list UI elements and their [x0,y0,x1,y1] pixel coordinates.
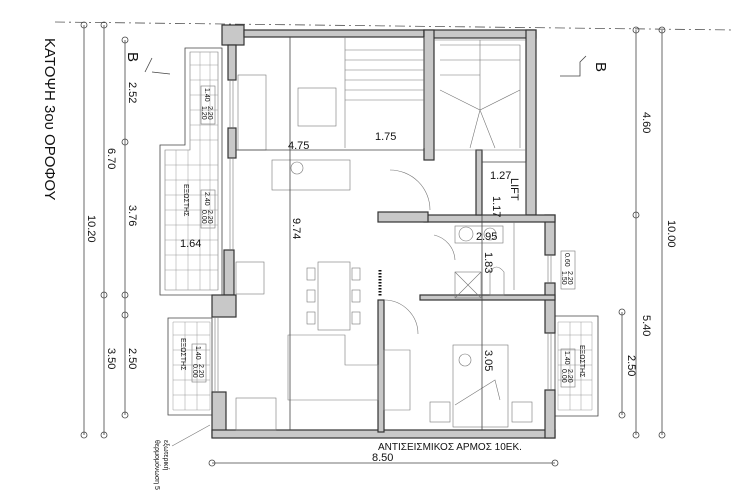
svg-text:0.00: 0.00 [200,210,207,224]
dim-3-76: 3.76 [126,205,138,226]
lift-shaft: LIFT 1.27 1.17 [482,161,527,217]
plan-title: ΚΑΤΟΨΗ 3ου ΟΡΟΦΟΥ [41,38,58,201]
balcony-label: ΕΞΩΣΤΗΣ [182,184,189,217]
dim-2-50-right: 2.50 [625,355,637,376]
window-tag: 1.40 2.20 0.00 [191,343,207,383]
svg-text:2.20: 2.20 [206,210,213,224]
svg-text:1.40: 1.40 [194,346,201,360]
dim-1-83: 1.83 [482,252,494,273]
dim-1-75: 1.75 [375,131,396,143]
svg-text:2.40: 2.40 [203,192,210,206]
section-mark-right: B [560,55,609,77]
section-mark-left: B [124,52,171,75]
seismic-joint-note: ΑΝΤΙΣΕΙΣΜΙΚΟΣ ΑΡΜΟΣ 10ΕΚ. [378,442,522,453]
window-tag: 0.60 2.20 1.50 [560,250,576,290]
dim-9-74: 9.74 [290,218,302,239]
svg-text:1.20: 1.20 [200,106,207,120]
dim-3-05: 3.05 [482,350,494,371]
balcony-left-upper [159,47,223,296]
window-tag: 1.40 2.20 1.20 [200,85,216,125]
dim-1-27: 1.27 [490,170,511,182]
property-line [54,21,734,31]
dim-2-52: 2.52 [126,82,138,103]
insulation-note: εξωτερική θερμομόνωση 5 [153,424,211,490]
balcony-label: ΕΞΩΣΤΗΣ [578,345,585,378]
svg-text:1.50: 1.50 [560,271,567,285]
windows [214,80,552,392]
svg-text:0.00: 0.00 [191,364,198,378]
svg-text:B: B [124,52,141,62]
svg-text:B: B [592,62,609,72]
svg-text:1.40: 1.40 [563,351,570,365]
left-dimension-chain: 2.52 6.70 3.76 10.20 3.50 2.50 [80,21,138,439]
dim-10-00: 10.00 [665,220,677,248]
walls [211,24,556,439]
bathroom: 2.95 1.83 [454,222,515,299]
dim-1-64: 1.64 [180,238,201,250]
balcony-label: ΕΞΩΣΤΗΣ [179,338,186,371]
balcony-left-lower [167,317,213,416]
lift-label: LIFT [508,178,520,201]
svg-text:1.40: 1.40 [203,88,210,102]
dim-10-20: 10.20 [85,215,97,243]
furniture [235,74,456,431]
balcony-right [554,315,599,417]
dim-2-95: 2.95 [476,231,497,243]
window-tag: 2.40 2.20 0.00 [200,189,216,229]
svg-text:εξωτερική: εξωτερική [162,440,169,471]
dim-5-40: 5.40 [640,315,652,336]
window-tag: 1.40 2.20 0.00 [560,348,576,388]
svg-text:2.20: 2.20 [566,369,573,383]
dim-3-50: 3.50 [105,348,117,369]
svg-text:θερμομόνωση 5: θερμομόνωση 5 [153,440,161,490]
svg-text:2.20: 2.20 [566,271,573,285]
dim-8-50: 8.50 [372,452,393,464]
svg-text:0.60: 0.60 [563,253,570,267]
bedroom-furniture [429,344,533,428]
dim-4-75: 4.75 [288,140,309,152]
dim-6-70: 6.70 [105,148,117,169]
bottom-dimension: 8.50 [208,452,559,467]
staircase [344,37,526,151]
svg-text:0.00: 0.00 [560,369,567,383]
interior-dimensions: 4.75 1.75 9.74 3.05 1.64 [180,37,494,430]
right-dimension-chain: 4.60 10.00 5.40 2.50 [618,26,677,439]
svg-text:2.20: 2.20 [197,364,204,378]
dim-4-60: 4.60 [640,112,652,133]
dim-1-17: 1.17 [490,196,502,217]
dim-2-50-left: 2.50 [126,348,138,369]
svg-text:2.20: 2.20 [206,106,213,120]
